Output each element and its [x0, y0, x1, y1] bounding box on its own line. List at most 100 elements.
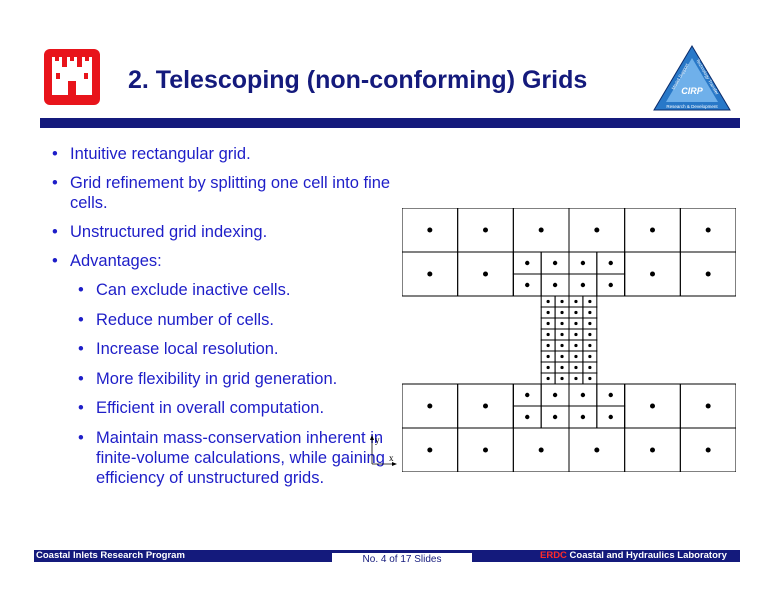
- axes-indicator: y x: [370, 435, 397, 466]
- cell-center-dot: [483, 447, 488, 453]
- bullet-item: • Intuitive rectangular grid.: [52, 144, 392, 164]
- cell-center-dot: [427, 227, 433, 233]
- telescoping-grid-diagram: [402, 208, 736, 472]
- cell-center-dot: [650, 447, 655, 453]
- cell-center-dot: [427, 447, 433, 453]
- cell-center-dot: [483, 227, 488, 233]
- sub-bullet-item: • Reduce number of cells.: [78, 310, 392, 330]
- bullet-glyph: •: [78, 281, 84, 299]
- cell-center-dot: [546, 376, 550, 381]
- cell-center-dot: [588, 376, 592, 381]
- cell-center-dot: [538, 447, 544, 453]
- cell-center-dot: [525, 392, 530, 398]
- cirp-bottom-text: Research & Development: [666, 104, 718, 109]
- bullet-text: Intuitive rectangular grid.: [70, 145, 251, 163]
- bullet-text: Maintain mass-conservation inherent in f…: [96, 428, 385, 487]
- bullet-glyph: •: [78, 340, 84, 359]
- cell-center-dot: [560, 332, 564, 337]
- bullet-item: • Unstructured grid indexing.: [52, 222, 392, 242]
- cell-center-dot: [588, 321, 592, 326]
- cell-center-dot: [705, 403, 711, 409]
- cell-center-dot: [552, 260, 558, 266]
- sub-bullet-item: • More flexibility in grid generation.: [78, 369, 392, 389]
- cell-center-dot: [588, 299, 592, 304]
- cell-center-dot: [574, 332, 578, 337]
- bullet-text: More flexibility in grid generation.: [96, 369, 338, 388]
- bullet-item: • Advantages:: [52, 251, 392, 271]
- cell-center-dot: [580, 392, 586, 398]
- cell-center-dot: [705, 227, 711, 233]
- bullet-text: Grid refinement by splitting one cell in…: [70, 174, 391, 212]
- cell-center-dot: [580, 414, 586, 420]
- cell-center-dot: [427, 271, 433, 277]
- bullet-item: • Grid refinement by splitting one cell i…: [52, 173, 392, 213]
- bullet-glyph: •: [52, 252, 58, 270]
- bullet-text: Advantages:: [70, 252, 162, 270]
- sub-bullet-item: • Increase local resolution.: [78, 339, 392, 359]
- cirp-logo: CIRP Research & Development Model Suppor…: [652, 44, 732, 114]
- cell-center-dot: [574, 365, 578, 370]
- cell-center-dot: [594, 227, 600, 233]
- cell-center-dot: [650, 403, 655, 409]
- cell-center-dot: [525, 282, 530, 288]
- bullet-glyph: •: [52, 223, 58, 241]
- cell-center-dot: [525, 260, 530, 266]
- cell-center-dot: [588, 365, 592, 370]
- bullet-glyph: •: [78, 369, 84, 388]
- cell-center-dot: [594, 447, 600, 453]
- bullet-text: Increase local resolution.: [96, 340, 279, 359]
- bullet-glyph: •: [78, 428, 84, 447]
- y-axis-label: y: [375, 435, 380, 445]
- slide-title: 2. Telescoping (non-conforming) Grids: [128, 66, 588, 94]
- bullet-glyph: •: [52, 174, 58, 192]
- x-axis-label: x: [389, 453, 394, 463]
- cell-center-dot: [650, 271, 655, 277]
- cell-center-dot: [588, 310, 592, 315]
- bullet-list: • Intuitive rectangular grid. • Grid refin…: [52, 144, 392, 498]
- cell-center-dot: [546, 365, 550, 370]
- footer-lab: ERDC Coastal and Hydraulics Laboratory: [540, 549, 727, 562]
- cell-center-dot: [608, 392, 613, 398]
- cell-center-dot: [588, 354, 592, 359]
- cell-center-dot: [538, 227, 544, 233]
- cell-center-dot: [427, 403, 433, 409]
- cell-center-dot: [608, 260, 613, 266]
- cell-center-dot: [608, 414, 613, 420]
- cell-center-dot: [525, 414, 530, 420]
- grid-cell: [679, 251, 736, 297]
- cell-center-dot: [588, 332, 592, 337]
- cell-center-dot: [560, 321, 564, 326]
- cell-center-dot: [560, 365, 564, 370]
- castle-logo: [44, 49, 100, 105]
- cell-center-dot: [560, 354, 564, 359]
- cell-center-dot: [580, 282, 586, 288]
- bullet-text: Efficient in overall computation.: [96, 399, 325, 418]
- bullet-glyph: •: [78, 310, 84, 329]
- bullet-text: Reduce number of cells.: [96, 310, 274, 329]
- cell-center-dot: [705, 447, 711, 453]
- bullet-text: Can exclude inactive cells.: [96, 281, 291, 299]
- cirp-text: CIRP: [681, 86, 703, 96]
- cell-center-dot: [574, 376, 578, 381]
- footer-program: Coastal Inlets Research Program: [36, 550, 185, 561]
- cell-center-dot: [608, 282, 613, 288]
- cell-center-dot: [574, 310, 578, 315]
- bullet-text: Unstructured grid indexing.: [70, 223, 268, 241]
- cell-center-dot: [546, 321, 550, 326]
- sub-bullet-item: •Efficient in overall computation.: [78, 398, 392, 418]
- bullet-glyph: •: [52, 145, 58, 163]
- sub-bullet-item: • Maintain mass-conservation inherent in …: [78, 428, 392, 488]
- grid-cell: [679, 427, 736, 472]
- footer-erdc: ERDC: [540, 550, 567, 561]
- cell-center-dot: [552, 392, 558, 398]
- cell-center-dot: [574, 343, 578, 348]
- cell-center-dot: [574, 354, 578, 359]
- cell-center-dot: [560, 299, 564, 304]
- cell-center-dot: [650, 227, 655, 233]
- footer-slide-number: No. 4 of 17 Slides: [332, 553, 472, 566]
- cell-center-dot: [546, 299, 550, 304]
- y-arrow-icon: [370, 435, 374, 440]
- cell-center-dot: [546, 332, 550, 337]
- cell-center-dot: [552, 414, 558, 420]
- cell-center-dot: [560, 376, 564, 381]
